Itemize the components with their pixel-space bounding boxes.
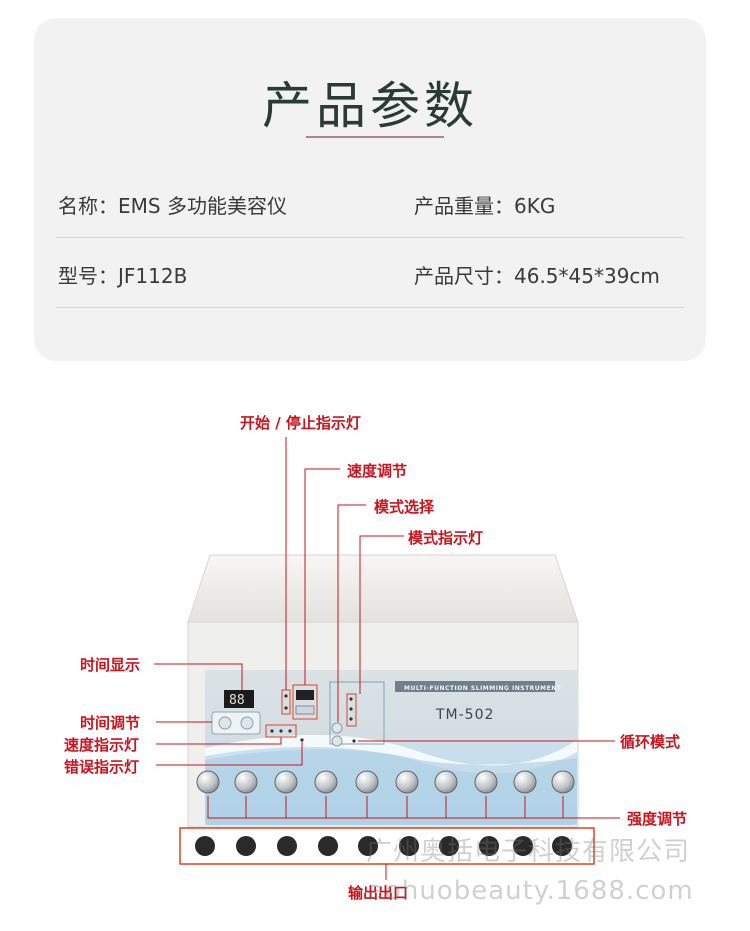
time-display-screen	[224, 690, 254, 708]
knob-2	[234, 770, 258, 794]
mode-panel	[329, 681, 385, 745]
annot-mode-select: 模式选择	[374, 498, 435, 516]
spec-model: 型号：JF112B	[58, 264, 188, 288]
spec-row-1: 名称：EMS 多功能美容仪 产品重量：6KG	[56, 168, 684, 238]
spec-size: 产品尺寸：46.5*45*39cm	[414, 264, 660, 288]
mode-select-button	[331, 722, 343, 734]
spec-row-2: 型号：JF112B 产品尺寸：46.5*45*39cm	[56, 238, 684, 308]
knob-3	[274, 770, 298, 794]
watermark-url: aohuobeauty.1688.com	[368, 876, 694, 906]
time-adjust-right	[240, 716, 254, 730]
knob-7	[434, 770, 458, 794]
annot-cycle-mode: 循环模式	[620, 733, 681, 751]
knob-1	[196, 770, 220, 794]
annot-error-indicator: 错误指示灯	[64, 758, 140, 776]
knob-4	[314, 770, 338, 794]
intensity-knobs	[196, 770, 575, 794]
spec-card: 产品参数 名称：EMS 多功能美容仪 产品重量：6KG 型号：JF112B 产品…	[34, 18, 706, 361]
cycle-mode-button	[331, 735, 343, 747]
knob-10	[551, 770, 575, 794]
annot-mode-indicator: 模式指示灯	[408, 529, 484, 547]
annot-speed-adjust: 速度调节	[347, 462, 408, 480]
mode-indicator-box	[346, 693, 357, 727]
knob-6	[395, 770, 419, 794]
svg-text:88: 88	[229, 693, 245, 708]
knob-8	[474, 770, 498, 794]
spec-name: 名称：EMS 多功能美容仪	[58, 194, 287, 218]
time-adjust-left	[218, 716, 232, 730]
device-model-label: TM-502	[436, 707, 495, 723]
watermark-company: 广州奥括电子科技有限公司	[366, 837, 691, 867]
annot-output: 输出出口	[348, 884, 409, 902]
knob-5	[355, 770, 379, 794]
spec-title: 产品参数	[262, 77, 478, 135]
device-illustration: 88	[154, 437, 620, 880]
annot-start-stop: 开始 / 停止指示灯	[240, 414, 361, 432]
annot-time-adjust: 时间调节	[80, 714, 141, 732]
annot-speed-indicator: 速度指示灯	[64, 736, 140, 754]
annot-time-display: 时间显示	[80, 656, 141, 674]
output-ports	[195, 836, 572, 856]
device-lid	[187, 554, 579, 623]
device-brand-label: MULTI-FUNCTION SLIMMING INSTRUMENT	[404, 685, 562, 692]
annot-intensity-adjust: 强度调节	[627, 810, 688, 828]
title-underline	[306, 136, 444, 138]
knob-9	[513, 770, 537, 794]
spec-weight: 产品重量：6KG	[414, 194, 556, 218]
